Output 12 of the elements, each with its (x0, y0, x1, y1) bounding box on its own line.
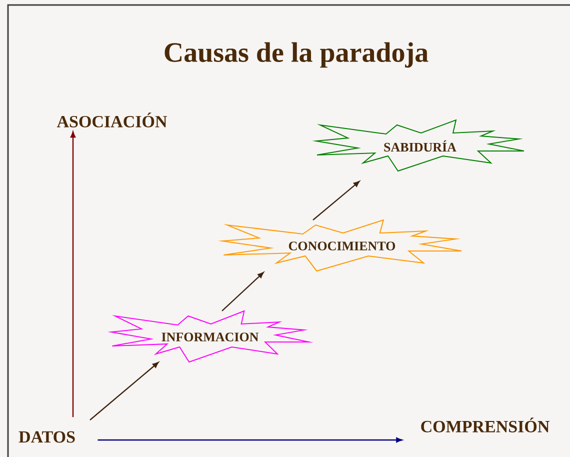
title: Causas de la paradoja (164, 42, 428, 68)
arrow (312, 180, 360, 220)
starburst-label: SABIDURÍA (384, 140, 456, 152)
starburst-label: CONOCIMIENTO (288, 242, 396, 250)
axis-arrow (70, 131, 76, 418)
starburst-label: INFORMACION (162, 332, 259, 342)
axis-arrow (98, 437, 402, 443)
axis-label: COMPRENSIÓN (421, 418, 550, 432)
arrow (222, 272, 264, 312)
axis-label: DATOS (18, 431, 75, 443)
axis-label: ASOCIACIÓN (56, 112, 168, 128)
arrow (90, 362, 159, 420)
